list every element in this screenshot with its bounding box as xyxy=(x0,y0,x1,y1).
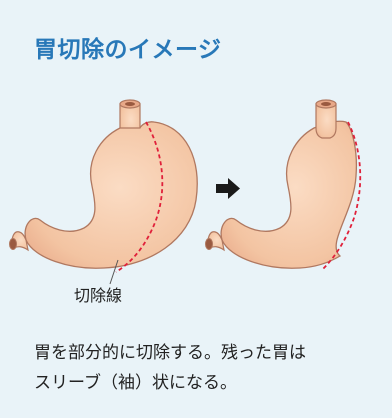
caption: 胃を部分的に切除する。残った胃は スリーブ（袖）状になる。 xyxy=(34,338,374,398)
stomach-illustration xyxy=(0,90,392,300)
stomach-before xyxy=(10,100,198,284)
right-arrow-icon xyxy=(216,178,240,199)
caption-line-2: スリーブ（袖）状になる。 xyxy=(34,368,374,398)
cut-line-label: 切除線 xyxy=(74,282,122,306)
caption-line-1: 胃を部分的に切除する。残った胃は xyxy=(34,338,374,368)
page-title: 胃切除のイメージ xyxy=(34,30,222,64)
